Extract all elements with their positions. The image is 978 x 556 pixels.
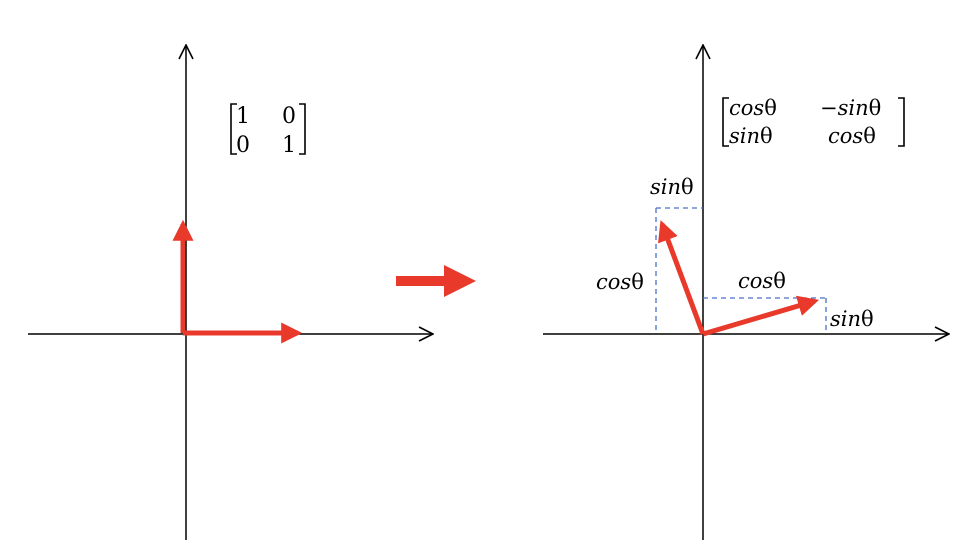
rotated-vector-x (702, 295, 820, 337)
transform-arrow-shaft (396, 276, 446, 286)
transform-arrow-head (444, 265, 476, 297)
left-panel: 1 0 0 1 (28, 46, 432, 540)
rotated-vector-y (658, 220, 706, 335)
label-cos-theta-left: cosθ (596, 270, 644, 294)
rotation-matrix-left-bracket (722, 97, 729, 147)
label-sin-theta-top: sinθ (650, 175, 694, 199)
identity-r1c2: 0 (282, 104, 296, 129)
rotation-r1c2: −sinθ (820, 96, 881, 120)
right-panel: cosθ −sinθ sinθ cosθ sinθ cosθ cosθ sinθ (543, 46, 948, 540)
rotation-r1c1: cosθ (729, 96, 777, 120)
rotation-r2c1: sinθ (729, 124, 773, 148)
identity-matrix-right-bracket (299, 103, 306, 155)
label-sin-theta-right: sinθ (830, 307, 874, 331)
identity-r2c1: 0 (236, 133, 250, 158)
identity-matrix: 1 0 0 1 (230, 103, 306, 158)
identity-r2c2: 1 (282, 133, 296, 158)
label-cos-theta-right: cosθ (738, 269, 786, 293)
transform-arrow (396, 265, 476, 297)
rotation-r2c2: cosθ (828, 124, 876, 148)
identity-r1c1: 1 (236, 104, 250, 129)
identity-matrix-left-bracket (230, 103, 237, 155)
rotation-matrix-right-bracket (898, 97, 905, 147)
rotation-matrix: cosθ −sinθ sinθ cosθ (722, 96, 905, 148)
